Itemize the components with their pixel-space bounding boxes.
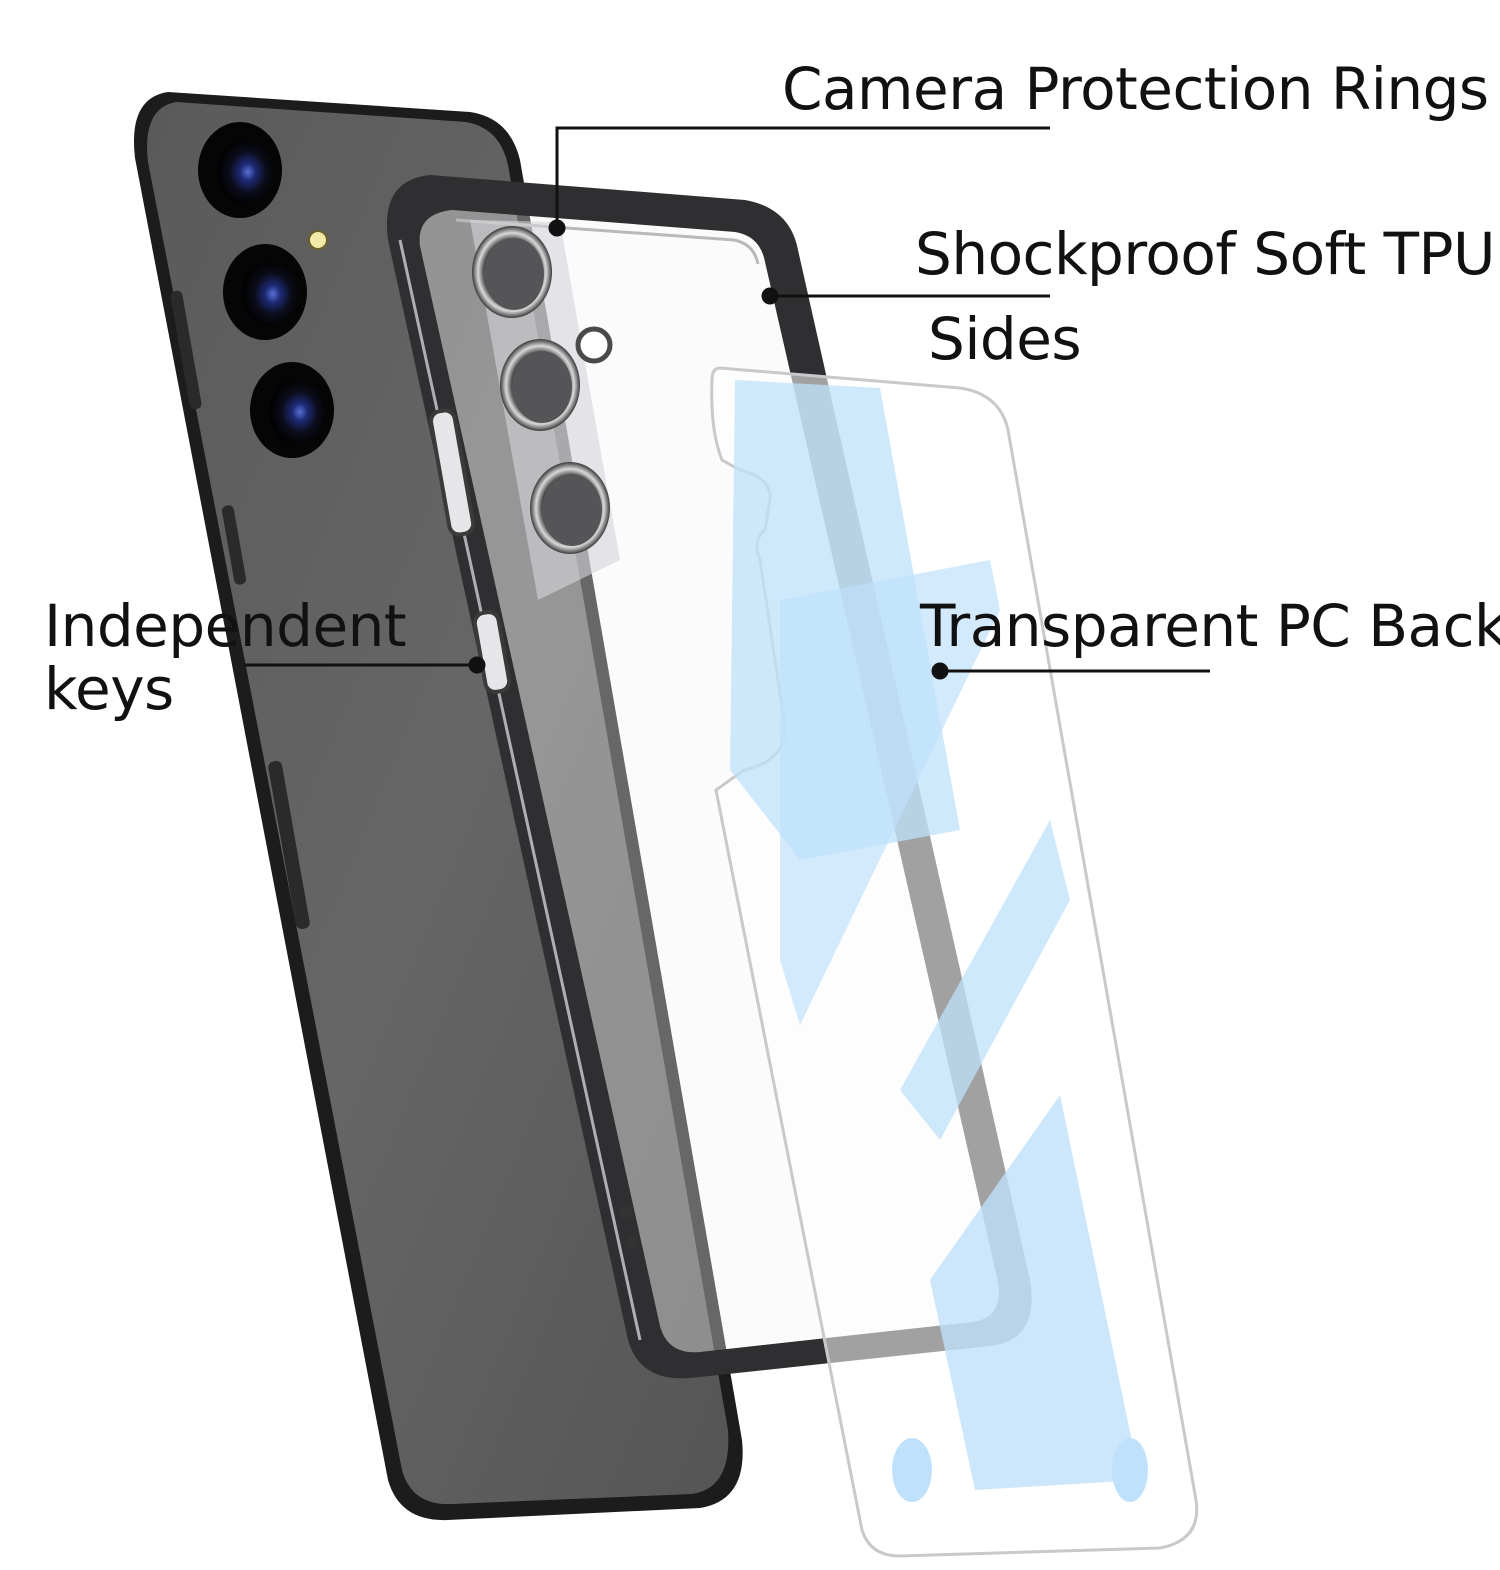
- callout-tpu-sides-line2: Sides: [928, 305, 1082, 373]
- leader-pc-back-dot: [931, 662, 949, 680]
- key-button-1: [429, 408, 476, 537]
- leader-camera-rings: [555, 126, 1050, 226]
- case-port-hole-1: [620, 1206, 632, 1218]
- callout-transparent-pc-back: Transparent PC Back: [920, 592, 1500, 660]
- flash-ring: [575, 326, 613, 364]
- camera-ring-3: [530, 462, 610, 554]
- phone-side-button-2: [221, 505, 247, 585]
- callout-camera-protection-rings: Camera Protection Rings: [782, 55, 1489, 123]
- pc-back-panel: [710, 366, 1199, 1558]
- case-inner-edge: [455, 218, 760, 265]
- phone-camera-1: [198, 122, 282, 218]
- case-port-hole-2: [626, 1236, 638, 1248]
- film-strip-4: [930, 1095, 1140, 1490]
- leader-tpu-sides-dot: [761, 287, 779, 305]
- callout-independent-keys-line2: keys: [44, 655, 174, 723]
- phone-side-button-1: [170, 290, 202, 410]
- camera-ring-1: [472, 226, 552, 318]
- film-dot-right: [1112, 1438, 1148, 1502]
- callout-leaders: [245, 126, 1210, 680]
- callout-independent-keys-line1: Independent: [44, 592, 407, 660]
- phone-side-button-3: [268, 761, 310, 929]
- callout-tpu-sides-line1: Shockproof Soft TPU: [915, 220, 1496, 288]
- key-button-2: [472, 610, 512, 694]
- film-strip-3: [900, 820, 1070, 1140]
- leader-camera-rings-dot: [548, 219, 566, 237]
- phone-camera-3: [250, 362, 334, 458]
- camera-ring-2: [500, 339, 580, 431]
- leader-keys-dot: [468, 656, 486, 674]
- film-dot-left: [892, 1438, 932, 1502]
- phone-camera-2: [223, 244, 307, 340]
- phone-flash: [308, 230, 328, 250]
